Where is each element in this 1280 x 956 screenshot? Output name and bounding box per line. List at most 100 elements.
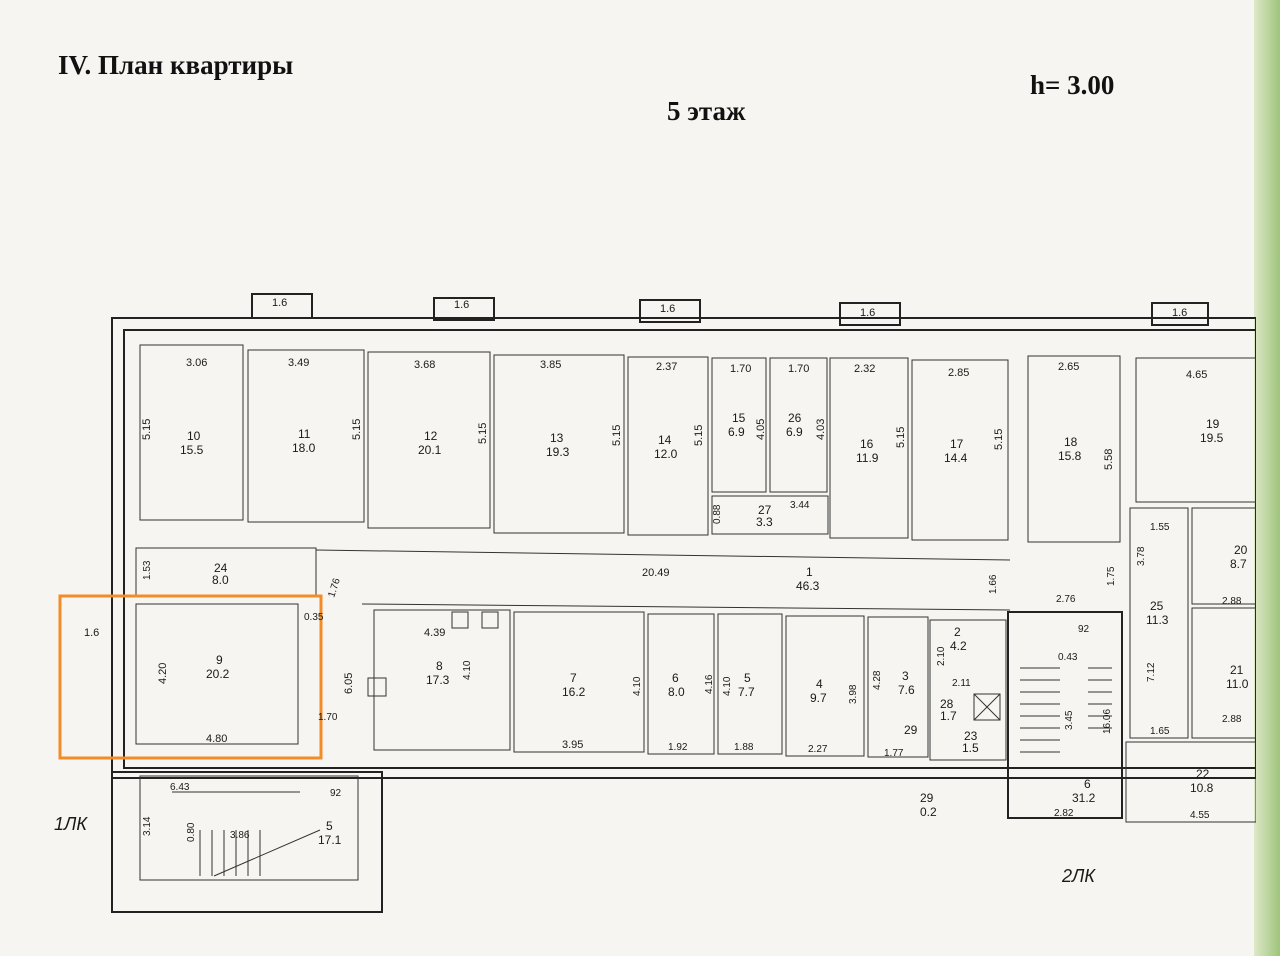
room-16-number: 16 [860, 437, 874, 451]
room-3-area: 7.6 [898, 683, 915, 697]
dim-175: 1.75 [1106, 566, 1117, 586]
dim-h18: 5.58 [1103, 449, 1115, 470]
dim-080: 0.80 [186, 822, 197, 842]
room-12-area: 20.1 [418, 443, 442, 457]
room-2-area: 4.2 [950, 639, 967, 653]
dim-288a: 2.88 [1222, 596, 1242, 607]
room-29b-number: 29 [920, 791, 934, 805]
dim-211: 2.11 [952, 678, 971, 689]
dim-288b: 2.88 [1222, 714, 1242, 725]
dim-455: 4.55 [1190, 810, 1210, 821]
dim-w10: 3.06 [186, 357, 207, 369]
room-20-number: 20 [1234, 543, 1248, 557]
room-7-area: 16.2 [562, 685, 586, 699]
room-5b-number: 5 [326, 819, 333, 833]
dim-410b: 4.10 [632, 676, 643, 696]
dim-h16: 5.15 [895, 427, 907, 448]
dim-712: 7.12 [1146, 662, 1157, 682]
room-16-area: 11.9 [856, 451, 879, 465]
floor-label: 5 этаж [667, 96, 746, 126]
dim-h17: 5.15 [993, 429, 1005, 450]
dimension-labels: 3.06 3.49 3.68 3.85 2.37 1.70 1.70 2.32 … [84, 297, 1242, 842]
room-6b-area: 31.2 [1072, 791, 1096, 805]
room-6b-number: 6 [1084, 777, 1091, 791]
dim-h14: 5.15 [693, 425, 705, 446]
room-1-number: 1 [806, 565, 813, 579]
room-13-area: 19.3 [546, 445, 570, 459]
dim-bay-5: 1.6 [1172, 307, 1187, 319]
building-walls [111, 293, 1256, 913]
dim-227: 2.27 [808, 744, 828, 755]
dim-155: 1.55 [1150, 522, 1170, 533]
ceiling-height: h= 3.00 [1030, 70, 1115, 100]
room-19-number: 19 [1206, 417, 1220, 431]
dim-188: 1.88 [734, 742, 754, 753]
room-22-number: 22 [1196, 767, 1210, 781]
room-15-number: 15 [732, 411, 746, 425]
dim-439: 4.39 [424, 627, 445, 639]
room-2-number: 2 [954, 625, 961, 639]
room-10-area: 15.5 [180, 443, 204, 457]
room-28-area: 1.7 [940, 709, 957, 723]
room-25-area: 11.3 [1146, 613, 1169, 627]
dim-165: 1.65 [1150, 726, 1170, 737]
room-4-number: 4 [816, 677, 823, 691]
room-10-number: 10 [187, 429, 201, 443]
dim-043: 0.43 [1058, 652, 1078, 663]
room-26-area: 6.9 [786, 425, 803, 439]
room-25-number: 25 [1150, 599, 1164, 613]
dim-h12: 5.15 [477, 423, 489, 444]
dim-398: 3.98 [848, 684, 859, 704]
dim-176: 1.76 [326, 577, 343, 599]
dim-92a: 92 [1078, 624, 1090, 635]
dim-1606: 16.06 [1102, 709, 1113, 734]
dim-w19: 4.65 [1186, 369, 1207, 381]
dim-035: 0.35 [304, 612, 324, 623]
dim-w18: 2.65 [1058, 361, 1079, 373]
room-11-number: 11 [298, 427, 311, 441]
room-labels: 10 15.5 11 18.0 12 20.1 13 19.3 14 12.0 … [180, 411, 1249, 847]
dim-h13: 5.15 [611, 425, 623, 446]
room-7-number: 7 [570, 671, 577, 685]
room-8-area: 17.3 [426, 673, 450, 687]
room-5-area: 7.7 [738, 685, 755, 699]
room-18-number: 18 [1064, 435, 1078, 449]
stair-left-label: 1ЛК [54, 814, 88, 834]
room-27-area: 3.3 [756, 515, 773, 529]
room-6-area: 8.0 [668, 685, 685, 699]
dim-w11: 3.49 [288, 357, 309, 369]
room-14-area: 12.0 [654, 447, 678, 461]
dim-bay-3: 1.6 [660, 303, 675, 315]
dim-345: 3.45 [1064, 710, 1075, 730]
highlight-box [58, 594, 323, 760]
dim-w26: 1.70 [788, 363, 809, 375]
dim-h26: 4.03 [815, 419, 827, 440]
dim-16w: 1.6 [84, 627, 99, 639]
room-4-area: 9.7 [810, 691, 827, 705]
dim-bay-4: 1.6 [860, 307, 875, 319]
dim-h11: 5.15 [351, 419, 363, 440]
dim-192: 1.92 [668, 742, 688, 753]
room-21-area: 11.0 [1226, 677, 1249, 691]
dim-h10: 5.15 [141, 419, 153, 440]
page-edge [1254, 0, 1280, 956]
dim-w12: 3.68 [414, 359, 435, 371]
dim-416: 4.16 [704, 674, 715, 694]
dim-h15: 4.05 [755, 419, 767, 440]
dim-344: 3.44 [790, 500, 810, 511]
dim-605: 6.05 [343, 673, 355, 694]
dim-643: 6.43 [170, 782, 190, 793]
dim-386: 3.86 [230, 830, 250, 841]
room-1-area: 46.3 [796, 579, 820, 593]
room-23-area: 1.5 [962, 741, 979, 755]
room-17-area: 14.4 [944, 451, 968, 465]
dim-420: 4.20 [157, 663, 169, 684]
room-24-area: 8.0 [212, 573, 229, 587]
dim-w15: 1.70 [730, 363, 751, 375]
dim-166: 1.66 [988, 574, 999, 594]
dim-410a: 4.10 [462, 660, 473, 680]
room-19-area: 19.5 [1200, 431, 1224, 445]
room-9-area: 20.2 [206, 667, 230, 681]
room-6-number: 6 [672, 671, 679, 685]
